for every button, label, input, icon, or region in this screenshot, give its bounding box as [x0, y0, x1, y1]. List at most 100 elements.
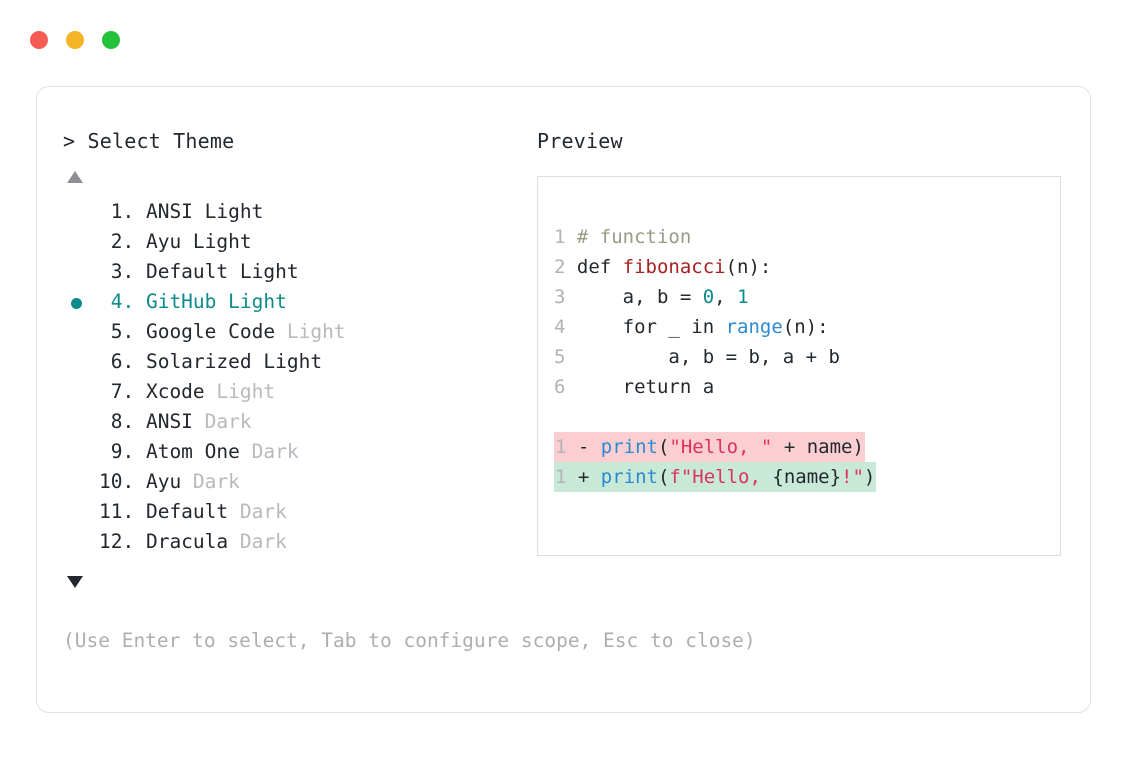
code-token: ( — [657, 466, 670, 488]
line-number: 4 — [554, 316, 566, 338]
code-token: a, b = — [576, 286, 703, 308]
code-token: 1 — [737, 286, 749, 308]
code-token: fibonacci — [622, 256, 726, 278]
theme-index: 7. — [110, 380, 135, 403]
theme-index: 2. — [110, 230, 135, 253]
theme-name: Xcode — [134, 380, 217, 403]
selected-bullet-icon — [71, 298, 82, 309]
theme-name: ANSI — [134, 200, 205, 223]
line-number: 3 — [554, 286, 566, 308]
line-number: 1 — [555, 466, 567, 488]
theme-variant: Dark — [239, 530, 287, 553]
code-token: (n): — [725, 256, 772, 278]
code-line: 2 def fibonacci(n): — [554, 252, 876, 282]
code-token: print — [600, 436, 658, 458]
theme-index: 5. — [110, 320, 135, 343]
line-number: 6 — [554, 376, 566, 398]
theme-variant: Light — [192, 230, 252, 253]
code-token: + name) — [772, 436, 864, 458]
theme-name: Default — [134, 500, 240, 523]
diff-line-content: 1- print("Hello, " + name) — [554, 432, 865, 462]
theme-variant: Light — [204, 200, 264, 223]
theme-variant: Light — [216, 380, 276, 403]
theme-name: Ayu — [134, 470, 193, 493]
theme-index: 1. — [110, 200, 135, 223]
theme-name: Solarized — [134, 350, 264, 373]
line-number: 1 — [554, 226, 566, 248]
code-token: ) — [863, 466, 876, 488]
diff-sign: + — [577, 466, 601, 488]
theme-index: 3. — [110, 260, 135, 283]
code-token: a, b = b, a + b — [576, 346, 840, 368]
theme-index: 4. — [110, 290, 135, 313]
minimize-button-icon[interactable] — [66, 31, 84, 49]
code-token: def — [576, 256, 623, 278]
scroll-down-indicator[interactable] — [63, 573, 533, 599]
theme-list-item[interactable]: 7. Xcode Light — [63, 377, 533, 407]
scroll-up-indicator[interactable] — [63, 168, 533, 194]
preview-title: Preview — [537, 129, 623, 153]
code-token: # function — [576, 226, 692, 248]
code-token: {name} — [772, 466, 842, 488]
theme-variant: Dark — [204, 410, 252, 433]
line-number: 2 — [554, 256, 566, 278]
code-token: !" — [841, 466, 864, 488]
close-button-icon[interactable] — [30, 31, 48, 49]
theme-list-item[interactable]: 4. GitHub Light — [63, 287, 533, 317]
theme-list-item[interactable]: 11. Default Dark — [63, 497, 533, 527]
theme-name: Dracula — [134, 530, 240, 553]
maximize-button-icon[interactable] — [102, 31, 120, 49]
theme-list-item[interactable]: 2. Ayu Light — [63, 227, 533, 257]
page-title: > Select Theme — [63, 129, 235, 153]
code-line: 6 return a — [554, 372, 876, 402]
theme-index: 6. — [110, 350, 135, 373]
theme-list-item[interactable]: 8. ANSI Dark — [63, 407, 533, 437]
theme-name: ANSI — [134, 410, 205, 433]
theme-list-item[interactable]: 3. Default Light — [63, 257, 533, 287]
theme-variant: Dark — [192, 470, 240, 493]
code-token: range — [725, 316, 783, 338]
code-token: , — [714, 286, 738, 308]
theme-list-item[interactable]: 9. Atom One Dark — [63, 437, 533, 467]
theme-list-item[interactable]: 5. Google Code Light — [63, 317, 533, 347]
theme-variant: Dark — [239, 500, 287, 523]
code-token: (n): — [782, 316, 829, 338]
theme-list-item[interactable]: 6. Solarized Light — [63, 347, 533, 377]
code-line: 4 for _ in range(n): — [554, 312, 876, 342]
diff-line-del: 1- print("Hello, " + name) — [554, 432, 876, 462]
theme-variant: Light — [228, 290, 287, 313]
theme-index: 11. — [99, 500, 135, 523]
diff-sign: - — [577, 436, 601, 458]
theme-variant: Light — [239, 260, 299, 283]
theme-list-item[interactable]: 10. Ayu Dark — [63, 467, 533, 497]
theme-variant: Light — [263, 350, 323, 373]
code-line: 5 a, b = b, a + b — [554, 342, 876, 372]
theme-list-item[interactable]: 12. Dracula Dark — [63, 527, 533, 557]
theme-name: Google Code — [134, 320, 287, 343]
code-token: ( — [657, 436, 670, 458]
diff-line-content: 1 + print(f"Hello, {name}!") — [554, 462, 877, 492]
triangle-down-icon — [67, 576, 83, 588]
theme-index: 10. — [99, 470, 135, 493]
window-traffic-lights — [30, 31, 120, 49]
theme-list-item[interactable]: 1. ANSI Light — [63, 197, 533, 227]
code-token: for _ in — [576, 316, 726, 338]
theme-name: GitHub — [134, 290, 229, 313]
code-token: 0 — [702, 286, 715, 308]
theme-name: Ayu — [134, 230, 193, 253]
theme-index: 9. — [110, 440, 135, 463]
code-token: "Hello, " — [669, 436, 773, 458]
theme-name: Atom One — [134, 440, 252, 463]
theme-index: 12. — [99, 530, 135, 553]
code-token: return a — [576, 376, 715, 398]
code-token: f"Hello, — [669, 466, 773, 488]
code-line: 3 a, b = 0, 1 — [554, 282, 876, 312]
line-number: 5 — [554, 346, 566, 368]
code-token: print — [600, 466, 658, 488]
triangle-up-icon — [67, 171, 83, 183]
